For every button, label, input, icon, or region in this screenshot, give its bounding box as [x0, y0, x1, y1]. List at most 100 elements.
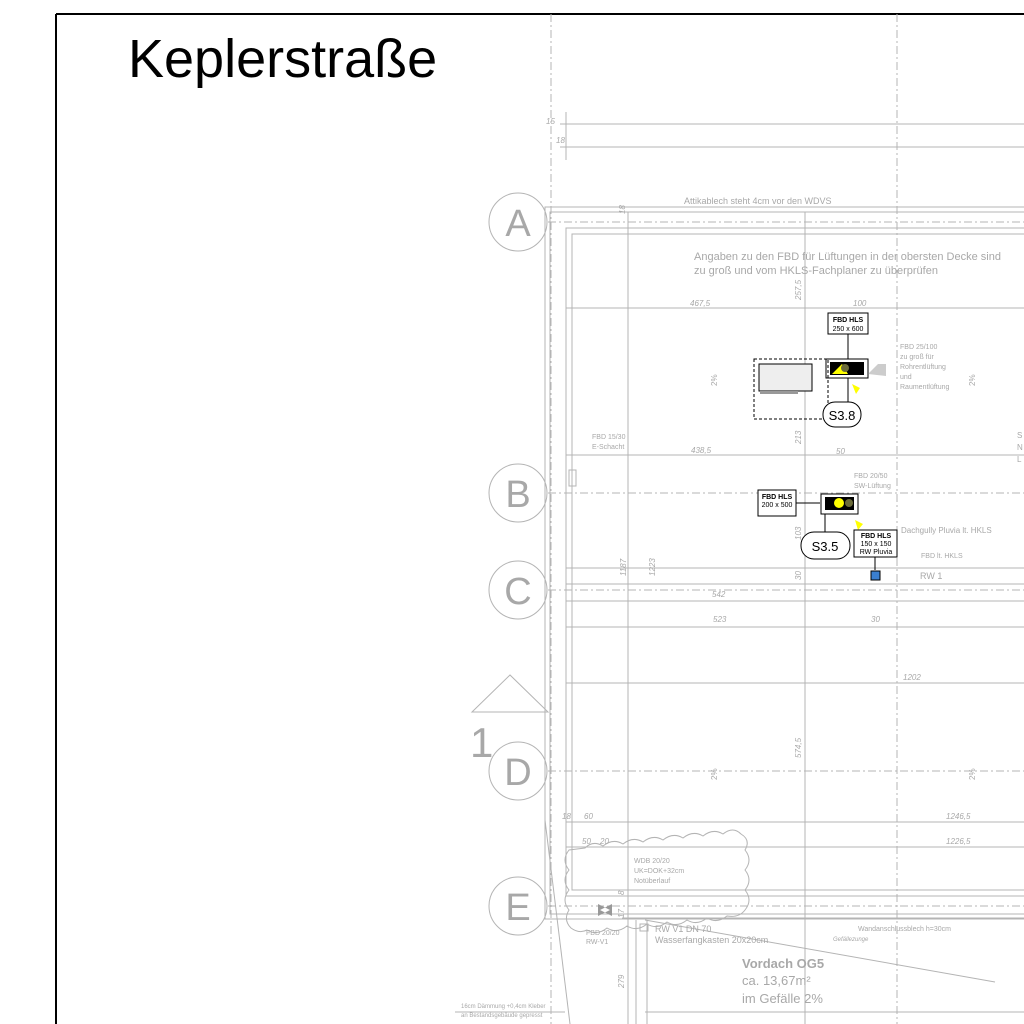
tag-fbd-hls-1: FBD HLS 250 x 600: [827, 312, 869, 335]
svg-text:2%: 2%: [968, 768, 977, 780]
svg-text:E: E: [505, 887, 530, 929]
svg-text:1: 1: [470, 719, 493, 766]
svg-text:250 x 600: 250 x 600: [833, 326, 864, 333]
note-fbd-1: Angaben zu den FBD für Lüftungen in der …: [694, 251, 1001, 263]
svg-text:100: 100: [853, 299, 867, 308]
svg-text:30: 30: [794, 571, 803, 580]
svg-text:523: 523: [713, 615, 727, 624]
svg-text:L: L: [1017, 455, 1022, 464]
dimension-labels: 15 18 467,5 100 438,5 50 542 523 30 1202…: [546, 117, 977, 989]
axis-marker-c: C: [488, 560, 548, 620]
svg-text:D: D: [504, 752, 531, 794]
svg-text:WDB 20/20: WDB 20/20: [634, 858, 670, 865]
svg-text:zu groß für: zu groß für: [900, 354, 935, 361]
svg-text:FBD 25/100: FBD 25/100: [900, 344, 937, 351]
svg-text:30: 30: [871, 615, 880, 624]
note-wdb: WDB 20/20 UK=DOK+32cm Notüberlauf: [634, 858, 684, 885]
svg-text:18: 18: [562, 812, 571, 821]
note-fbd20-50: FBD 20/50 SW-Lüftung: [854, 473, 891, 490]
note-wandanschluss: Wandanschlussblech h=30cm: [858, 926, 951, 933]
axis-lines: [548, 221, 1024, 907]
svg-text:B: B: [505, 474, 530, 516]
svg-text:200 x 500: 200 x 500: [762, 502, 793, 509]
svg-text:257,5: 257,5: [794, 279, 803, 301]
tag-s3-5: S3.5: [812, 539, 839, 554]
svg-text:1246,5: 1246,5: [946, 812, 971, 821]
drain-icon: [870, 570, 881, 581]
note-rwv1: RW V1 DN 70 Wasserfangkasten 20x20cm: [655, 924, 768, 945]
svg-text:150 x 150: 150 x 150: [861, 541, 892, 548]
note-fbd-hkls: FBD lt. HKLS: [921, 553, 963, 560]
svg-text:50: 50: [836, 447, 845, 456]
svg-text:542: 542: [712, 590, 726, 599]
axis-marker-a: A: [488, 192, 548, 252]
note-daemmung: 16cm Dämmung +0,4cm Kleber an Bestandsge…: [461, 1004, 546, 1019]
svg-text:60: 60: [584, 812, 593, 821]
vordach-slope: im Gefälle 2%: [742, 991, 823, 1006]
svg-text:N: N: [1017, 443, 1023, 452]
svg-text:16cm Dämmung +0,4cm Kleber: 16cm Dämmung +0,4cm Kleber: [461, 1004, 546, 1010]
svg-text:Rohrentlüftung: Rohrentlüftung: [900, 364, 946, 371]
axis-marker-e: E: [488, 876, 548, 936]
svg-text:A: A: [505, 203, 531, 245]
svg-text:1226,5: 1226,5: [946, 837, 971, 846]
svg-text:SW-Lüftung: SW-Lüftung: [854, 483, 891, 490]
note-fbd-2: zu groß und vom HKLS-Fachplaner zu überp…: [694, 265, 938, 277]
svg-text:467,5: 467,5: [690, 299, 711, 308]
overflow-icon: [598, 904, 612, 916]
svg-text:213: 213: [794, 430, 803, 445]
e-shaft: [568, 469, 577, 487]
plan-title: Keplerstraße: [128, 29, 437, 89]
svg-text:FBD 20/50: FBD 20/50: [854, 473, 888, 480]
svg-text:FBD 15/30: FBD 15/30: [592, 434, 626, 441]
svg-text:FBD HLS: FBD HLS: [762, 494, 793, 501]
section-marker: 1: [470, 674, 550, 766]
note-fbd25: FBD 25/100 zu groß für Rohrentlüftung un…: [900, 344, 950, 391]
shaft-s3-8: FBD HLS 250 x 600 S3.8: [753, 312, 886, 428]
svg-text:S: S: [1017, 431, 1022, 440]
svg-text:574,5: 574,5: [794, 737, 803, 758]
svg-text:1223: 1223: [648, 558, 657, 576]
axis-marker-d: D: [488, 741, 548, 801]
svg-text:1202: 1202: [903, 673, 921, 682]
note-fbd20-20: FBD 20/20 RW-V1: [586, 930, 620, 946]
svg-text:RW-V1: RW-V1: [586, 939, 608, 946]
svg-text:103: 103: [794, 526, 803, 540]
svg-text:18: 18: [618, 205, 627, 214]
svg-text:und: und: [900, 374, 912, 381]
svg-text:50: 50: [582, 837, 591, 846]
svg-text:2%: 2%: [710, 374, 719, 386]
svg-text:FBD 20/20: FBD 20/20: [586, 930, 620, 937]
svg-text:Wasserfangkasten 20x20cm: Wasserfangkasten 20x20cm: [655, 935, 768, 945]
svg-text:RW Pluvia: RW Pluvia: [860, 549, 893, 556]
svg-text:2%: 2%: [968, 374, 977, 386]
svg-text:UK=DOK+32cm: UK=DOK+32cm: [634, 868, 684, 875]
svg-text:20: 20: [599, 837, 609, 846]
vordach-title: Vordach OG5: [742, 956, 824, 971]
note-fbd15: FBD 15/30 E-Schacht: [592, 434, 626, 451]
axis-marker-b: B: [488, 463, 548, 523]
note-dachgully: Dachgully Pluvia lt. HKLS: [901, 526, 992, 535]
svg-text:an Bestandsgebäude gepresst: an Bestandsgebäude gepresst: [461, 1013, 543, 1019]
svg-text:438,5: 438,5: [691, 446, 712, 455]
note-gefaellezunge: Gefällezunge: [833, 937, 869, 943]
svg-text:RW V1 DN 70: RW V1 DN 70: [655, 924, 711, 934]
svg-text:279: 279: [617, 974, 626, 989]
note-cut-right: S N L: [1017, 431, 1023, 464]
svg-text:FBD HLS: FBD HLS: [861, 533, 892, 540]
label-rw1: RW 1: [920, 571, 942, 581]
svg-text:1187: 1187: [619, 558, 628, 576]
shaft-s3-5: FBD HLS 200 x 500 S3.5 FBD HLS 150 x 150…: [757, 489, 898, 581]
svg-text:E-Schacht: E-Schacht: [592, 444, 624, 451]
svg-text:18: 18: [556, 136, 565, 145]
svg-text:17: 17: [617, 909, 626, 918]
svg-text:15: 15: [546, 117, 555, 126]
svg-text:8: 8: [617, 890, 626, 895]
tag-s3-8: S3.8: [829, 408, 856, 423]
rainwater-box: [639, 923, 649, 932]
svg-text:C: C: [504, 571, 531, 613]
svg-text:Notüberlauf: Notüberlauf: [634, 878, 670, 885]
vordach-area: ca. 13,67m²: [742, 973, 811, 988]
svg-text:2%: 2%: [710, 768, 719, 780]
